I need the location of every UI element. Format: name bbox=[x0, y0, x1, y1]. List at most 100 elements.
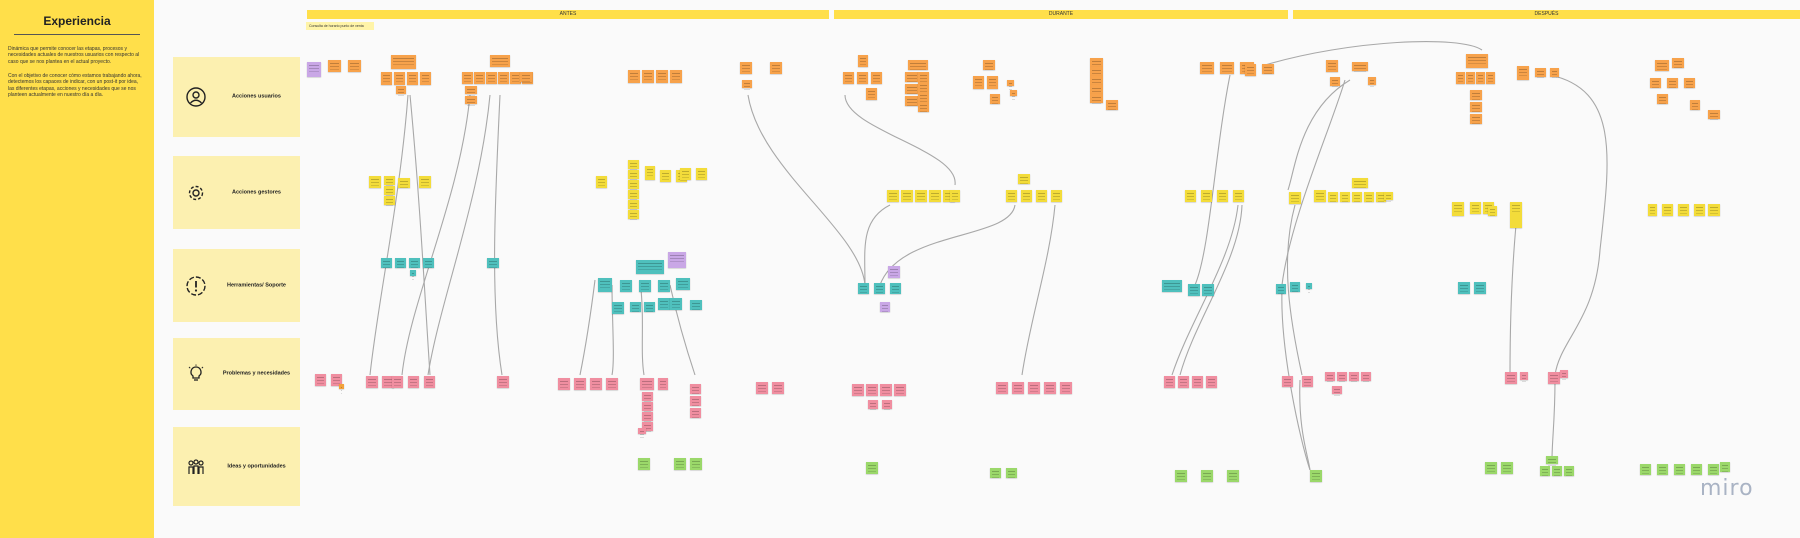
sticky-note[interactable] bbox=[630, 302, 641, 312]
sticky-note[interactable] bbox=[465, 86, 477, 94]
sticky-note[interactable] bbox=[680, 168, 691, 180]
sticky-note[interactable] bbox=[331, 374, 342, 386]
sticky-note[interactable] bbox=[628, 170, 639, 179]
sticky-note[interactable] bbox=[558, 378, 570, 390]
sticky-note[interactable] bbox=[642, 412, 653, 421]
sticky-note[interactable] bbox=[1332, 386, 1342, 394]
sticky-note[interactable] bbox=[1470, 90, 1482, 100]
sticky-note[interactable] bbox=[1302, 376, 1313, 387]
sticky-note[interactable] bbox=[1217, 190, 1228, 202]
sticky-note[interactable] bbox=[424, 376, 435, 388]
sticky-note[interactable] bbox=[905, 96, 919, 106]
sticky-note[interactable] bbox=[1201, 470, 1213, 482]
sticky-note[interactable] bbox=[1486, 72, 1495, 84]
sticky-note[interactable] bbox=[1694, 204, 1705, 216]
sticky-note[interactable] bbox=[1564, 466, 1574, 476]
sticky-note[interactable] bbox=[328, 60, 341, 72]
sticky-note[interactable] bbox=[1036, 190, 1047, 202]
sticky-note[interactable] bbox=[1106, 100, 1118, 110]
sticky-note[interactable] bbox=[880, 302, 890, 312]
sticky-note[interactable] bbox=[1650, 78, 1661, 88]
sticky-note[interactable] bbox=[1672, 58, 1684, 68]
sticky-note[interactable] bbox=[890, 283, 901, 294]
sticky-note[interactable] bbox=[638, 428, 646, 434]
sticky-note[interactable] bbox=[1517, 66, 1529, 80]
sticky-note[interactable] bbox=[858, 283, 869, 294]
sticky-note[interactable] bbox=[462, 72, 473, 84]
sticky-note[interactable] bbox=[1708, 464, 1719, 475]
sticky-note[interactable] bbox=[1310, 470, 1322, 482]
sticky-note[interactable] bbox=[1470, 202, 1481, 214]
sticky-note[interactable] bbox=[339, 384, 344, 389]
sticky-note[interactable] bbox=[1162, 280, 1182, 292]
phase-durante[interactable]: DURANTE bbox=[834, 10, 1288, 19]
sticky-note[interactable] bbox=[843, 72, 854, 84]
sticky-note[interactable] bbox=[606, 378, 618, 390]
sticky-note[interactable] bbox=[905, 84, 919, 94]
sticky-note[interactable] bbox=[742, 80, 752, 88]
sticky-note[interactable] bbox=[866, 462, 878, 474]
sticky-note[interactable] bbox=[1028, 382, 1040, 394]
sticky-note[interactable] bbox=[1328, 192, 1338, 202]
sticky-note[interactable] bbox=[1691, 464, 1702, 475]
sticky-note[interactable] bbox=[1662, 204, 1673, 216]
sticky-note[interactable] bbox=[1090, 85, 1103, 94]
sticky-note[interactable] bbox=[690, 396, 701, 406]
sticky-note[interactable] bbox=[1314, 190, 1326, 202]
sticky-note[interactable] bbox=[1466, 72, 1475, 84]
sticky-note[interactable] bbox=[658, 280, 670, 292]
sticky-note[interactable] bbox=[487, 258, 499, 268]
sticky-note[interactable] bbox=[642, 422, 653, 431]
sticky-note[interactable] bbox=[1178, 376, 1189, 388]
sticky-note[interactable] bbox=[1452, 202, 1464, 216]
sticky-note[interactable] bbox=[866, 88, 877, 100]
sticky-note[interactable] bbox=[1657, 464, 1668, 475]
sticky-note[interactable] bbox=[1384, 192, 1393, 200]
sticky-note[interactable] bbox=[1485, 462, 1497, 474]
sticky-note[interactable] bbox=[950, 190, 960, 202]
sticky-note[interactable] bbox=[1290, 282, 1300, 292]
sticky-note[interactable] bbox=[474, 72, 485, 84]
sticky-note[interactable] bbox=[1262, 64, 1274, 74]
sticky-note[interactable] bbox=[1200, 62, 1214, 74]
sticky-note[interactable] bbox=[612, 302, 624, 314]
sticky-note[interactable] bbox=[908, 60, 928, 70]
sticky-note[interactable] bbox=[1470, 102, 1482, 112]
sticky-note[interactable] bbox=[1202, 284, 1214, 296]
sticky-note[interactable] bbox=[497, 376, 509, 388]
sticky-note[interactable] bbox=[1282, 376, 1293, 387]
sticky-note[interactable] bbox=[1368, 77, 1376, 85]
note-tag[interactable]: Consulta de horario punto de venta bbox=[306, 22, 374, 30]
sticky-note[interactable] bbox=[1361, 372, 1371, 381]
sticky-note[interactable] bbox=[1306, 283, 1312, 289]
sticky-note[interactable] bbox=[620, 280, 632, 292]
sticky-note[interactable] bbox=[396, 86, 406, 94]
sticky-note[interactable] bbox=[756, 382, 768, 394]
sticky-note[interactable] bbox=[384, 176, 395, 185]
sticky-note[interactable] bbox=[423, 258, 434, 268]
sticky-note[interactable] bbox=[465, 96, 477, 104]
sticky-note[interactable] bbox=[639, 280, 651, 292]
sticky-note[interactable] bbox=[1456, 72, 1465, 84]
sticky-note[interactable] bbox=[1678, 204, 1689, 216]
sticky-note[interactable] bbox=[740, 62, 752, 74]
sticky-note[interactable] bbox=[1220, 62, 1234, 74]
sticky-note[interactable] bbox=[658, 298, 670, 310]
sticky-note[interactable] bbox=[690, 384, 701, 394]
sticky-note[interactable] bbox=[1276, 284, 1286, 294]
sticky-note[interactable] bbox=[1684, 78, 1695, 88]
sticky-note[interactable] bbox=[394, 72, 405, 85]
sticky-note[interactable] bbox=[690, 408, 701, 418]
sticky-note[interactable] bbox=[1352, 192, 1362, 202]
sticky-note[interactable] bbox=[918, 102, 929, 112]
sticky-note[interactable] bbox=[1021, 190, 1032, 202]
sticky-note[interactable] bbox=[348, 60, 361, 72]
sticky-note[interactable] bbox=[983, 60, 995, 70]
sticky-note[interactable] bbox=[1206, 376, 1217, 388]
sticky-note[interactable] bbox=[407, 72, 418, 85]
sticky-note[interactable] bbox=[918, 72, 929, 82]
sticky-note[interactable] bbox=[1352, 178, 1368, 188]
sticky-note[interactable] bbox=[307, 62, 321, 77]
lane-acciones-gestores[interactable]: Acciones gestores bbox=[173, 156, 300, 229]
sticky-note[interactable] bbox=[690, 300, 702, 310]
